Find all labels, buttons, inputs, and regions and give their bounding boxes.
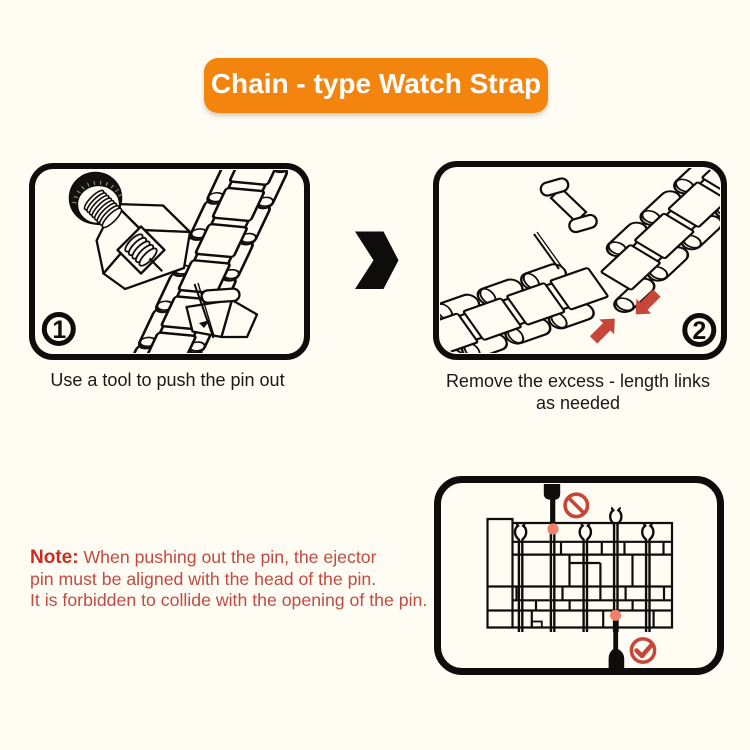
svg-text:1: 1 bbox=[52, 316, 66, 344]
svg-text:2: 2 bbox=[692, 317, 706, 345]
